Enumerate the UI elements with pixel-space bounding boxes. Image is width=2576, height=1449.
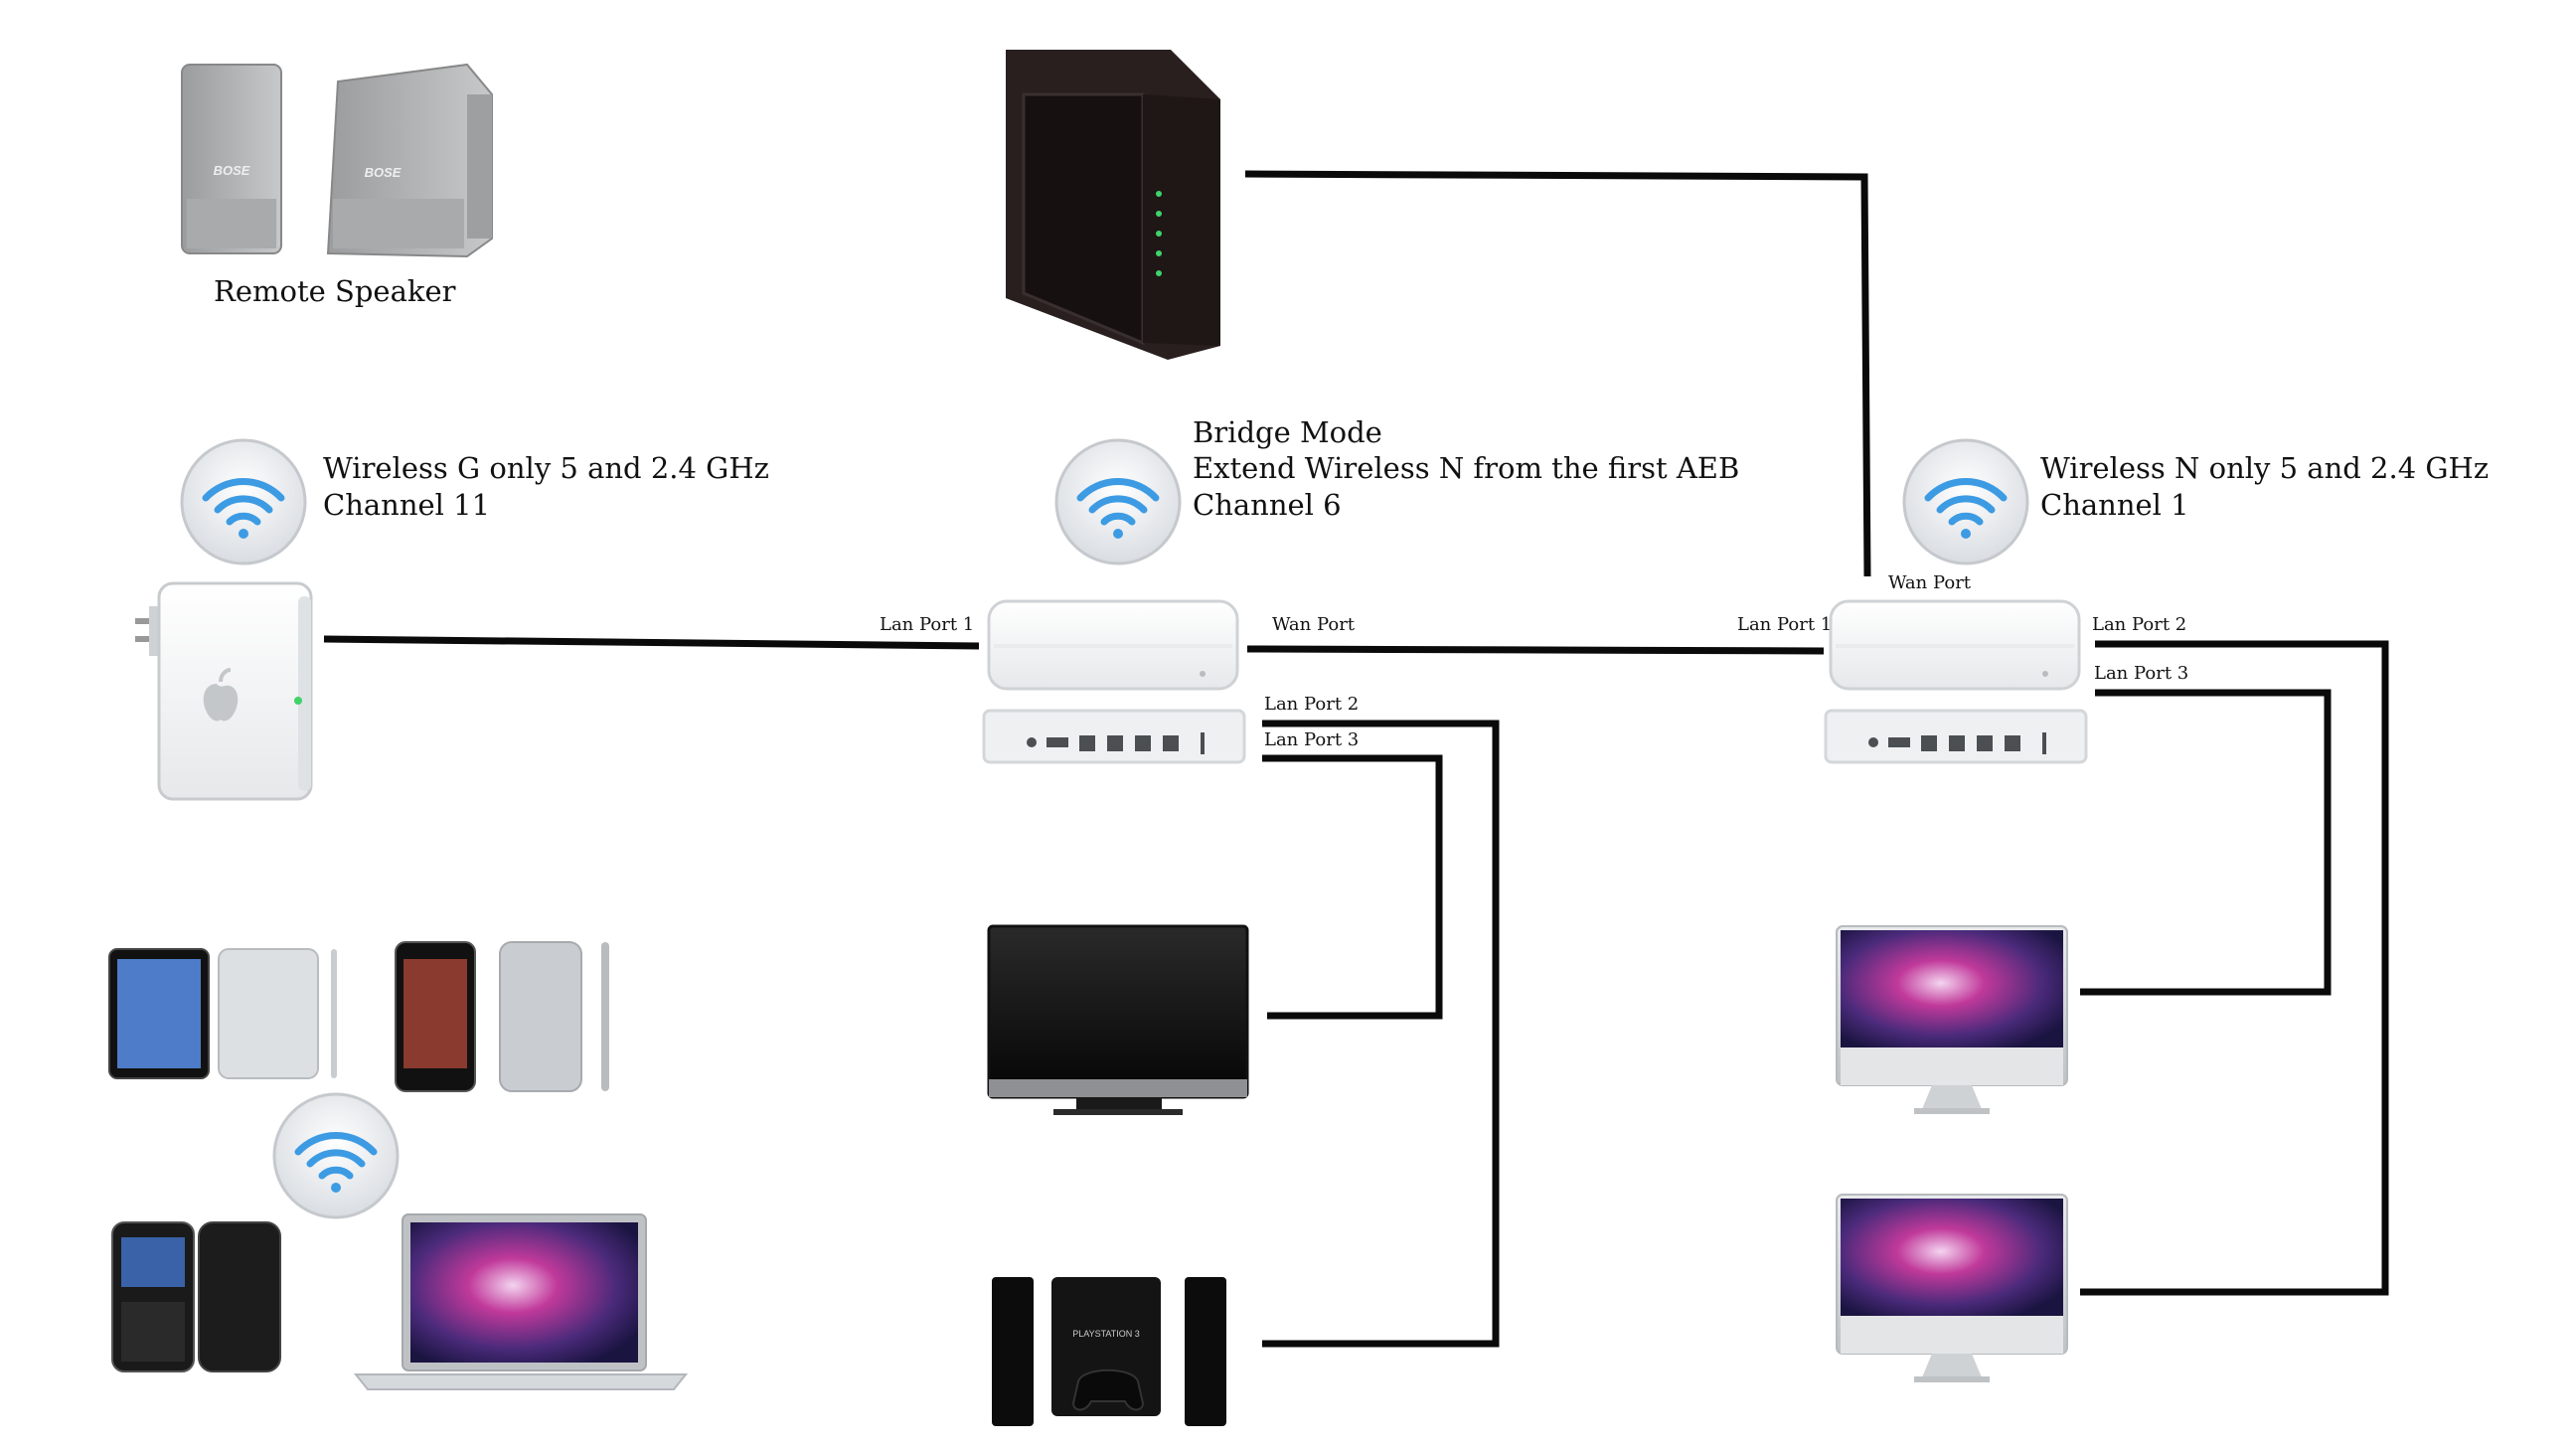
- cables: [323, 170, 2389, 1348]
- bridge-lan3-label: Lan Port 3: [1264, 729, 1359, 750]
- wifi-icon-bridge: [1054, 438, 1182, 565]
- main-wan-label: Wan Port: [1888, 572, 1972, 593]
- bridge-lan2-label: Lan Port 2: [1264, 694, 1359, 715]
- speaker-caption: Remote Speaker: [214, 274, 456, 308]
- ipod-front: [395, 941, 476, 1092]
- ipod-back: [499, 941, 609, 1092]
- ipad-front: [108, 948, 210, 1079]
- apple-logo-icon: [203, 684, 239, 722]
- cable-main-lan3-to-imac-top: [2080, 689, 2332, 996]
- bridge-mode-text: Bridge Mode: [1193, 415, 1382, 449]
- cable-bridge-lan2-to-ps3: [1262, 720, 1500, 1348]
- cable-bridge-wan-to-main-lan1: [1246, 645, 1825, 655]
- express-channel-text: Channel 11: [323, 488, 490, 522]
- main-channel-text: Channel 1: [2040, 488, 2189, 522]
- express-lan1-label: Lan Port 1: [880, 614, 974, 635]
- cable-main-lan2-to-imac-bottom: [2080, 640, 2389, 1296]
- bridge-label: Bridge Mode Extend Wireless N from the f…: [1193, 415, 1739, 522]
- wifi-icon-express: [180, 438, 307, 565]
- speaker-brand-left: BOSE: [214, 163, 250, 178]
- imac-bottom: [1836, 1194, 2068, 1382]
- imac-top: [1836, 925, 2068, 1114]
- macbook-air: [353, 1213, 689, 1390]
- main-lan2-label: Lan Port 2: [2092, 614, 2186, 635]
- express-label: Wireless G only 5 and 2.4 GHz Channel 11: [323, 451, 769, 522]
- remote-speaker: BOSE BOSE Remote Speaker: [181, 63, 493, 308]
- express-mode-text: Wireless G only 5 and 2.4 GHz: [323, 451, 769, 485]
- airport-extreme-main: [1824, 599, 2088, 764]
- cable-modem: [1006, 50, 1220, 360]
- television: [987, 924, 1249, 1115]
- cable-express-to-bridge: [323, 635, 980, 650]
- airport-extreme-bridge: [982, 599, 1246, 764]
- ipad-back: [218, 948, 337, 1079]
- airport-express: [135, 581, 313, 801]
- cable-modem-to-main-wan: [1244, 170, 1871, 577]
- bridge-wan-label: Wan Port: [1272, 614, 1356, 635]
- blackberry-front: [111, 1221, 195, 1372]
- playstation-3: PLAYSTATION 3: [992, 1277, 1226, 1426]
- main-mode-text: Wireless N only 5 and 2.4 GHz: [2040, 451, 2489, 485]
- main-lan3-label: Lan Port 3: [2094, 663, 2188, 684]
- cable-bridge-lan3-to-tv: [1262, 754, 1443, 1020]
- speaker-brand-right: BOSE: [365, 165, 402, 180]
- bridge-channel-text: Channel 6: [1193, 488, 1342, 522]
- controller-icon: [1071, 1368, 1145, 1411]
- blackberry-back: [198, 1221, 281, 1372]
- wifi-icon-clients: [272, 1092, 400, 1219]
- ps3-brand-text: PLAYSTATION 3: [1072, 1329, 1140, 1339]
- main-label: Wireless N only 5 and 2.4 GHz Channel 1: [2040, 451, 2489, 522]
- wifi-icon-main: [1902, 438, 2029, 565]
- main-lan1-label: Lan Port 1: [1737, 614, 1832, 635]
- bridge-extend-text: Extend Wireless N from the first AEB: [1193, 451, 1739, 485]
